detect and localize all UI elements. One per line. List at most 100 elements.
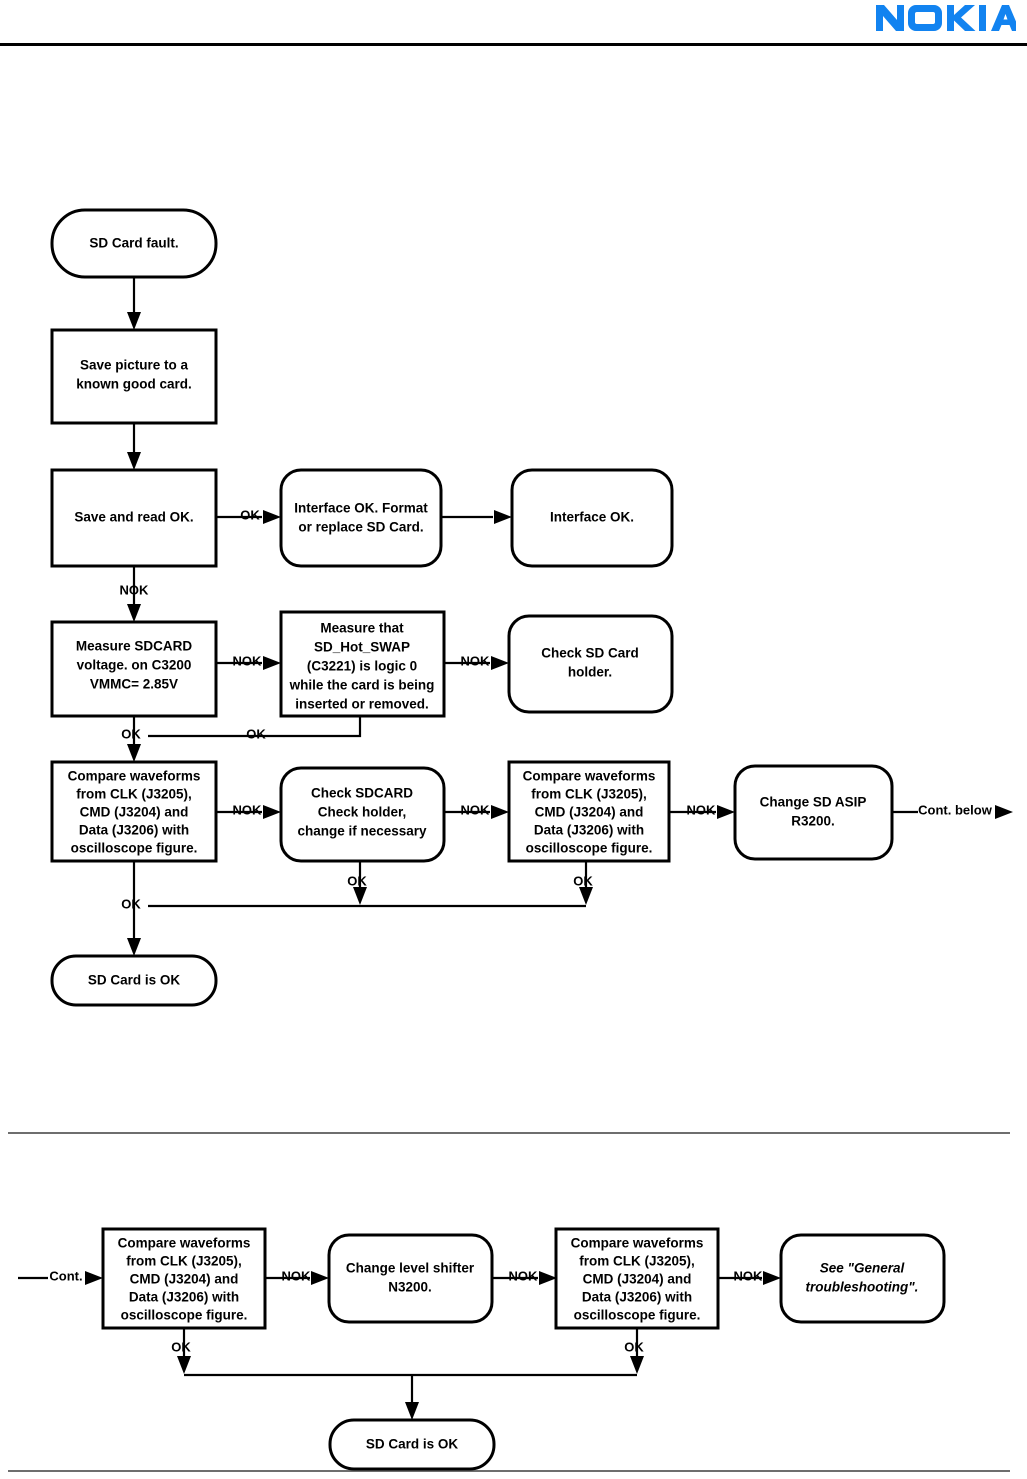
node-label-line: inserted or removed. [295,697,429,712]
node-label: SD Card fault. [89,236,178,251]
connector-n7-ok-merge [148,716,362,738]
node-label-line: Data (J3206) with [534,823,644,838]
node-see-general-troubleshooting: See "General troubleshooting". [779,1233,946,1324]
edge-label-nok: NOK [734,1268,764,1283]
node-label-line: from CLK (J3205), [579,1254,695,1269]
node-compare-waveforms-1: Compare waveforms from CLK (J3205), CMD … [50,760,218,863]
node-interface-ok-format: Interface OK. Format or replace SD Card. [279,468,443,568]
node-label-line: oscilloscope figure. [71,841,198,856]
node-compare-waveforms-3: Compare waveforms from CLK (J3205), CMD … [101,1227,267,1330]
node-label-line: Data (J3206) with [582,1290,692,1305]
header-divider [0,43,1027,46]
edge-label-ok: OK [121,726,141,741]
node-label-line: Check holder, [318,805,407,820]
node-label-line: CMD (J3204) and [583,1272,692,1287]
arrowhead-right [263,510,281,524]
arrowhead-right [263,805,281,819]
page-separator-divider [8,1132,1010,1134]
arrowhead-right [763,1271,781,1285]
arrowhead-down [127,452,141,470]
node-label-line: Change SD ASIP [760,795,867,810]
edge-label-ok: OK [347,873,367,888]
node-label-line: Data (J3206) with [79,823,189,838]
node-label-line: CMD (J3204) and [80,805,189,820]
arrowhead-right [491,656,509,670]
node-label-line: Measure SDCARD [76,639,193,654]
node-label-line: Compare waveforms [118,1236,251,1251]
edge-label-nok: NOK [687,802,717,817]
node-label-line: Compare waveforms [523,769,656,784]
node-label-line: oscilloscope figure. [121,1308,248,1323]
arrowhead-right [494,510,512,524]
node-label-line: Data (J3206) with [129,1290,239,1305]
arrowhead-right [491,805,509,819]
node-label: Save and read OK. [74,510,193,525]
node-compare-waveforms-2: Compare waveforms from CLK (J3205), CMD … [507,760,671,863]
arrowhead-right [263,656,281,670]
arrowhead-down [579,887,593,905]
arrowhead-down [405,1402,419,1420]
edge-label-ok: OK [240,507,260,522]
arrowhead-down [630,1356,644,1374]
node-label-line: CMD (J3204) and [130,1272,239,1287]
sd-card-fault-flowchart-top: OK NOK NOK NOK OK OK NOK NOK NOK [50,208,1013,1007]
edge-label-ok: OK [573,873,593,888]
node-label-line: holder. [568,665,612,680]
edge-label-nok: NOK [120,582,150,597]
sd-card-fault-flowchart-bottom: Cont. NOK NOK NOK OK OK Compare waveform… [18,1227,946,1471]
footer-divider [8,1470,1010,1472]
arrowhead-down [127,938,141,956]
node-save-picture: Save picture to a known good card. [50,328,218,425]
node-label: SD Card is OK [88,973,181,988]
node-label-line: SD_Hot_SWAP [314,640,410,655]
node-label-line: (C3221) is logic 0 [307,659,417,674]
node-label-line: VMMC= 2.85V [90,677,178,692]
edge-label-nok: NOK [282,1268,312,1283]
edge-label-cont-below: Cont. below [918,802,993,817]
arrowhead-right [85,1271,103,1285]
edge-label-nok: NOK [233,802,263,817]
edge-label-ok: OK [624,1339,644,1354]
node-change-level-shifter: Change level shifter N3200. [327,1233,494,1324]
node-label-line: Check SD Card [541,646,639,661]
node-label-line: R3200. [791,814,835,829]
node-label-line: or replace SD Card. [298,520,423,535]
node-label-line: Measure that [320,621,404,636]
node-sd-card-is-ok-top: SD Card is OK [50,954,218,1007]
arrowhead-down [177,1356,191,1374]
node-label-line: Change level shifter [346,1261,475,1276]
node-interface-ok: Interface OK. [510,468,674,568]
node-compare-waveforms-4: Compare waveforms from CLK (J3205), CMD … [554,1227,720,1330]
edge-label-ok: OK [121,896,141,911]
edge-label-nok: NOK [509,1268,539,1283]
edge-label-nok: NOK [461,653,491,668]
arrowhead-right [539,1271,557,1285]
node-measure-sd-hot-swap: Measure that SD_Hot_SWAP (C3221) is logi… [279,610,446,718]
node-label-line: Compare waveforms [68,769,201,784]
arrowhead-right [995,805,1013,819]
arrowhead-down [127,744,141,762]
node-check-sd-card-holder: Check SD Card holder. [507,614,674,714]
node-label-line: known good card. [76,377,192,392]
node-label-line: troubleshooting". [806,1280,919,1295]
node-label-line: N3200. [388,1280,432,1295]
node-label: Interface OK. [550,510,634,525]
edge-label-ok: OK [171,1339,191,1354]
node-measure-sdcard-voltage: Measure SDCARD voltage. on C3200 VMMC= 2… [50,620,218,718]
edge-label-cont: Cont. [49,1268,82,1283]
node-label-line: from CLK (J3205), [126,1254,242,1269]
node-label-line: Check SDCARD [311,786,413,801]
edge-label-ok: OK [246,726,266,741]
node-sd-card-fault: SD Card fault. [50,208,218,279]
edge-label-nok: NOK [461,802,491,817]
node-check-sdcard-holder-change: Check SDCARD Check holder, change if nec… [279,766,446,863]
node-label-line: from CLK (J3205), [76,787,192,802]
node-label-line: See "General [820,1261,905,1276]
arrowhead-right [311,1271,329,1285]
node-change-sd-asip: Change SD ASIP R3200. [733,764,894,861]
arrowhead-right [717,805,735,819]
node-label-line: voltage. on C3200 [77,658,192,673]
node-label-line: oscilloscope figure. [574,1308,701,1323]
arrowhead-down [127,604,141,622]
